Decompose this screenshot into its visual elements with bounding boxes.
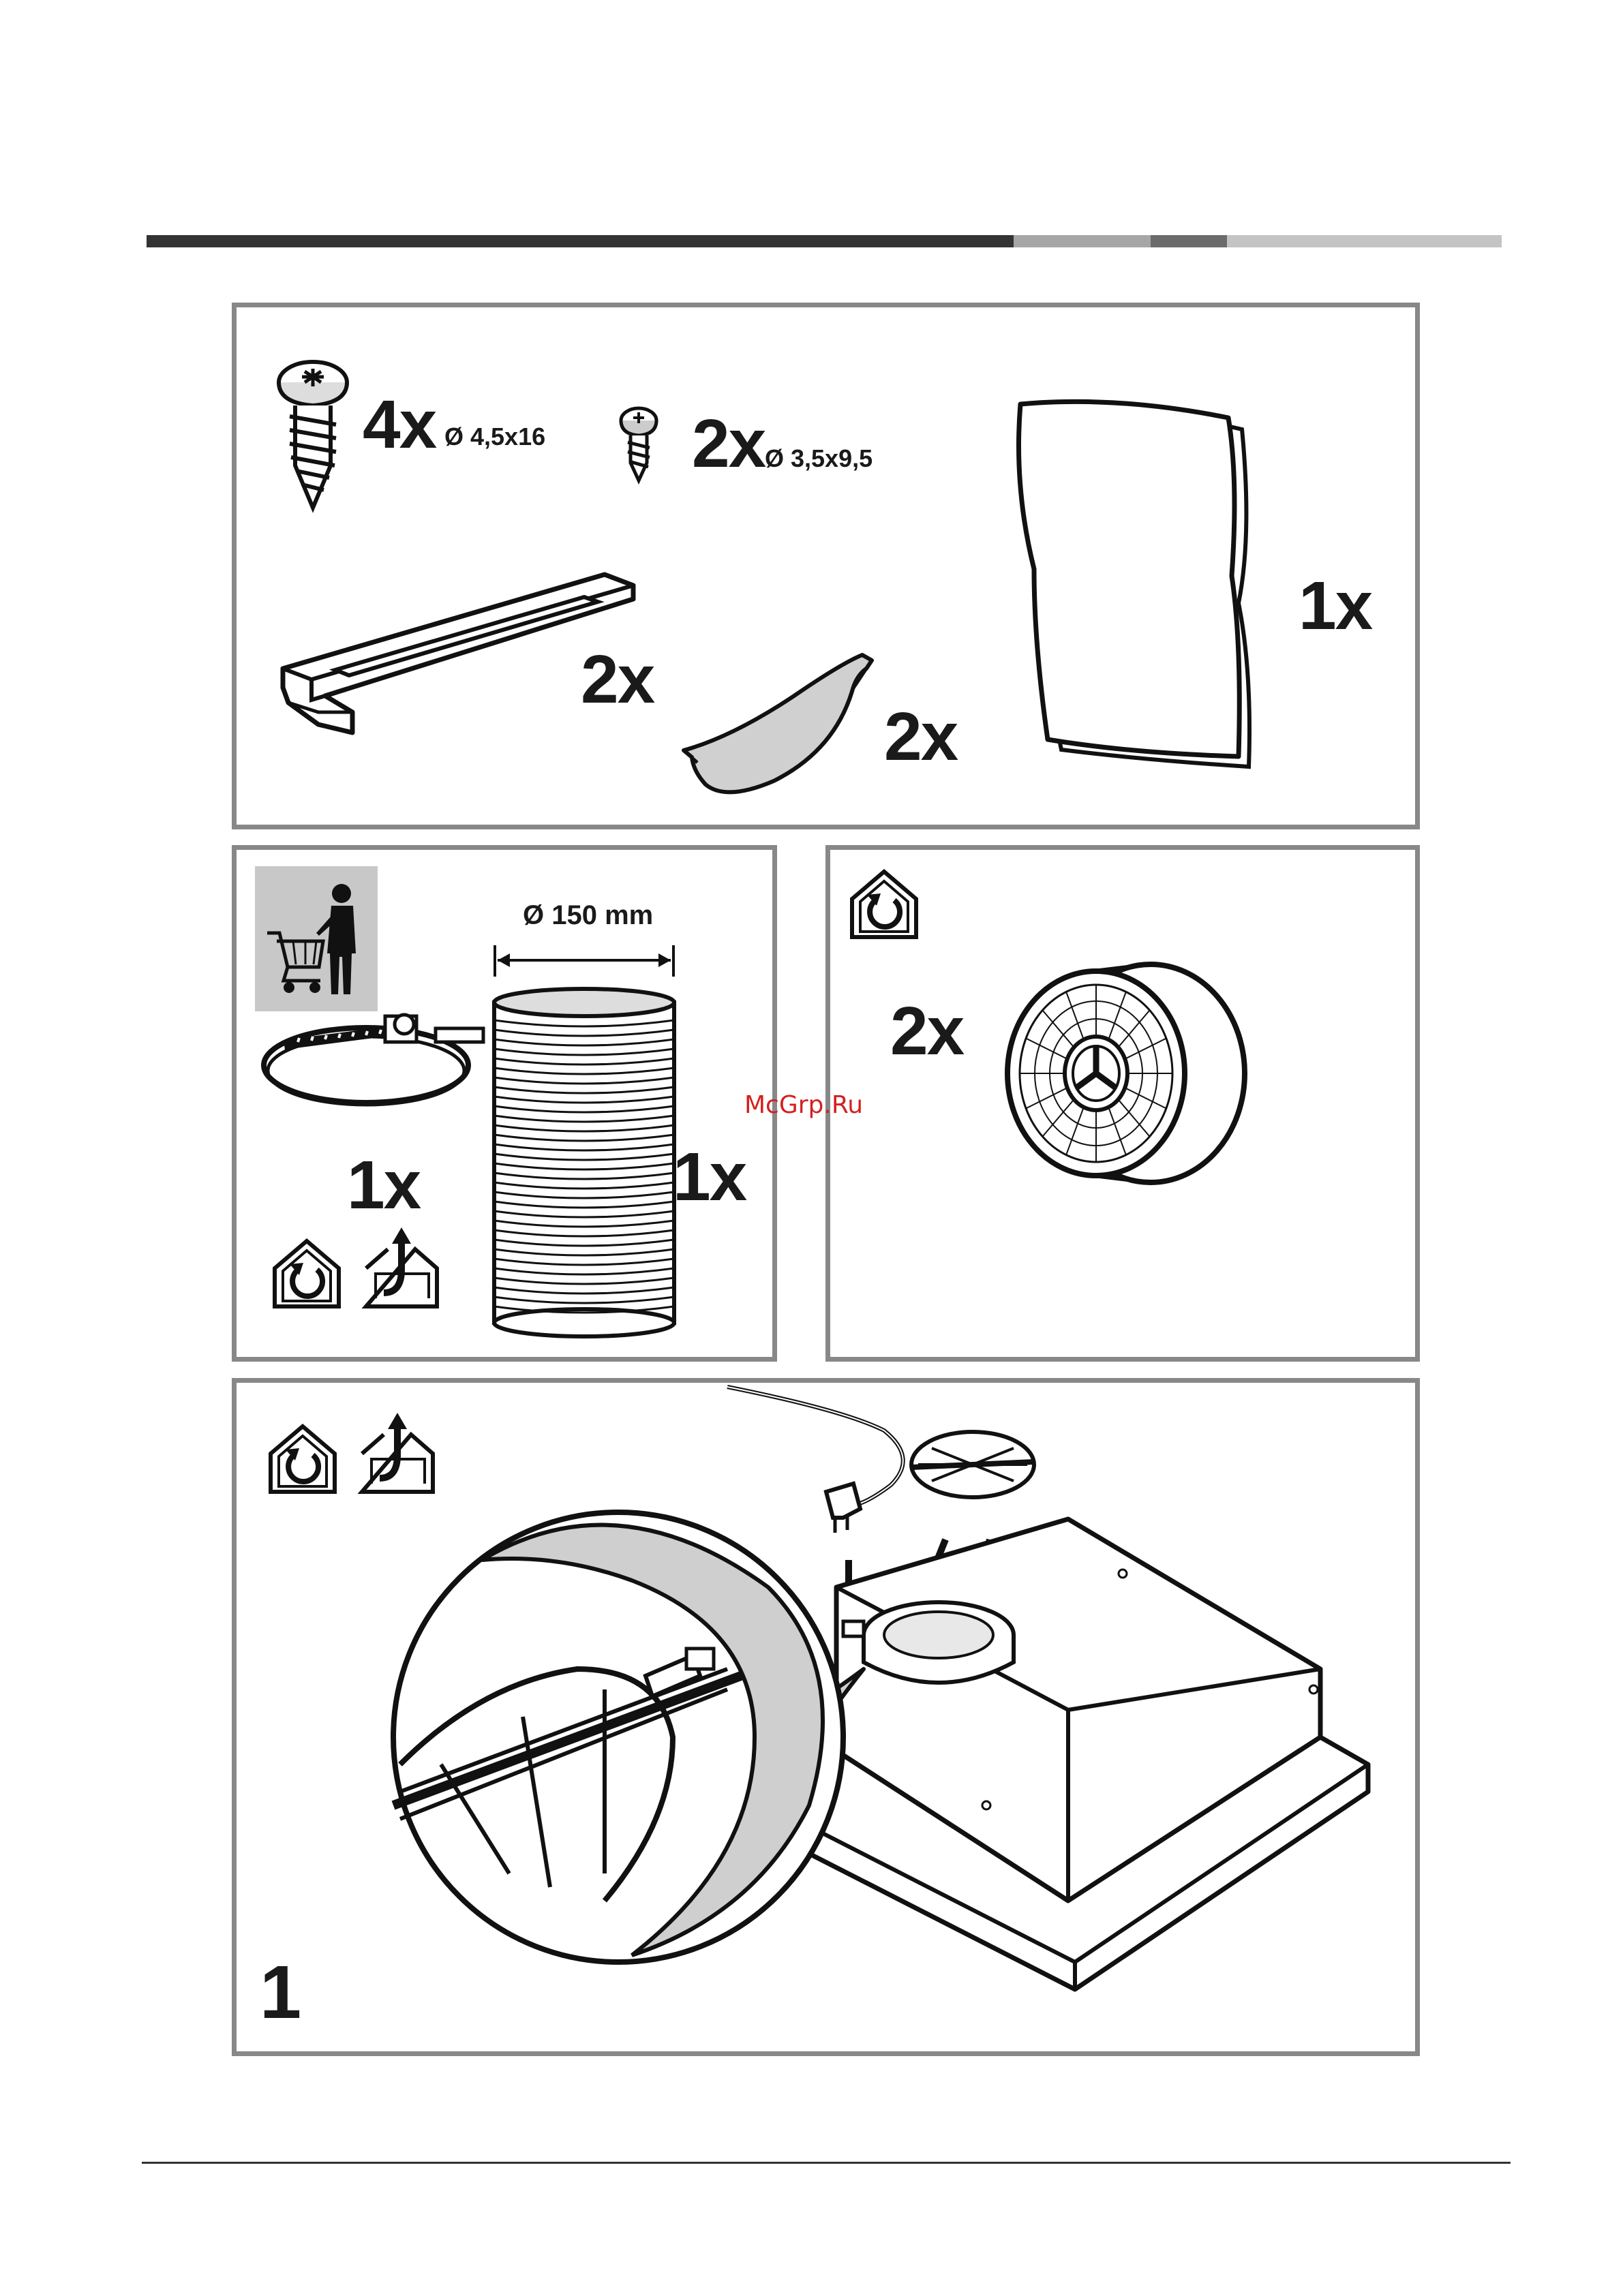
hose-clamp-icon	[257, 1011, 489, 1113]
recirculation-mode-icon	[269, 1236, 344, 1311]
recirculation-mode-icon	[265, 1421, 340, 1496]
screws-large-spec: Ø 4,5x16	[444, 425, 545, 449]
extraction-mode-icon	[361, 1222, 442, 1311]
filters-qty: 2x	[890, 997, 963, 1065]
carbon-filter-icon	[1001, 952, 1253, 1191]
screws-small-qty: 2x	[692, 410, 765, 478]
watermark: McGrp.Ru	[744, 1093, 863, 1118]
paper-template-icon	[1007, 399, 1273, 780]
step-number: 1	[260, 1955, 301, 2030]
flexible-duct-icon	[489, 986, 680, 1341]
ducting-panel: 1x Ø 150 mm	[232, 845, 777, 1362]
header-bar-segment-pale	[1227, 235, 1502, 247]
footer-rule	[142, 2162, 1511, 2164]
screw-large-icon	[275, 356, 351, 510]
header-bar-segment-mid	[1151, 235, 1227, 247]
filters-panel: 2x	[825, 845, 1420, 1362]
duct-diameter-label: Ø 150 mm	[523, 902, 653, 929]
flap-valve-icon	[678, 648, 876, 805]
screw-small-icon	[618, 404, 659, 483]
screws-small-spec: Ø 3,5x9,5	[765, 446, 873, 471]
template-qty: 1x	[1299, 572, 1371, 640]
screws-large-qty: 4x	[363, 391, 436, 459]
purchase-separately-badge	[255, 866, 378, 1011]
header-bar-segment-light	[1014, 235, 1151, 247]
step-1-panel: 1	[232, 1378, 1420, 2056]
header-bar-segment-dark	[147, 235, 1014, 247]
brackets-qty: 2x	[581, 645, 654, 714]
shopping-cart-person-icon	[263, 878, 372, 1001]
diameter-dimension-arrow	[492, 944, 676, 978]
recirculation-mode-icon	[847, 866, 922, 941]
accessories-panel: 4x Ø 4,5x16 2x Ø 3,5x9,5 2x 2x 1x	[232, 303, 1420, 829]
hood-installation-illustration	[373, 1383, 1327, 2037]
clamp-qty: 1x	[347, 1151, 420, 1219]
duct-qty: 1x	[673, 1143, 746, 1211]
flaps-qty: 2x	[884, 703, 957, 771]
